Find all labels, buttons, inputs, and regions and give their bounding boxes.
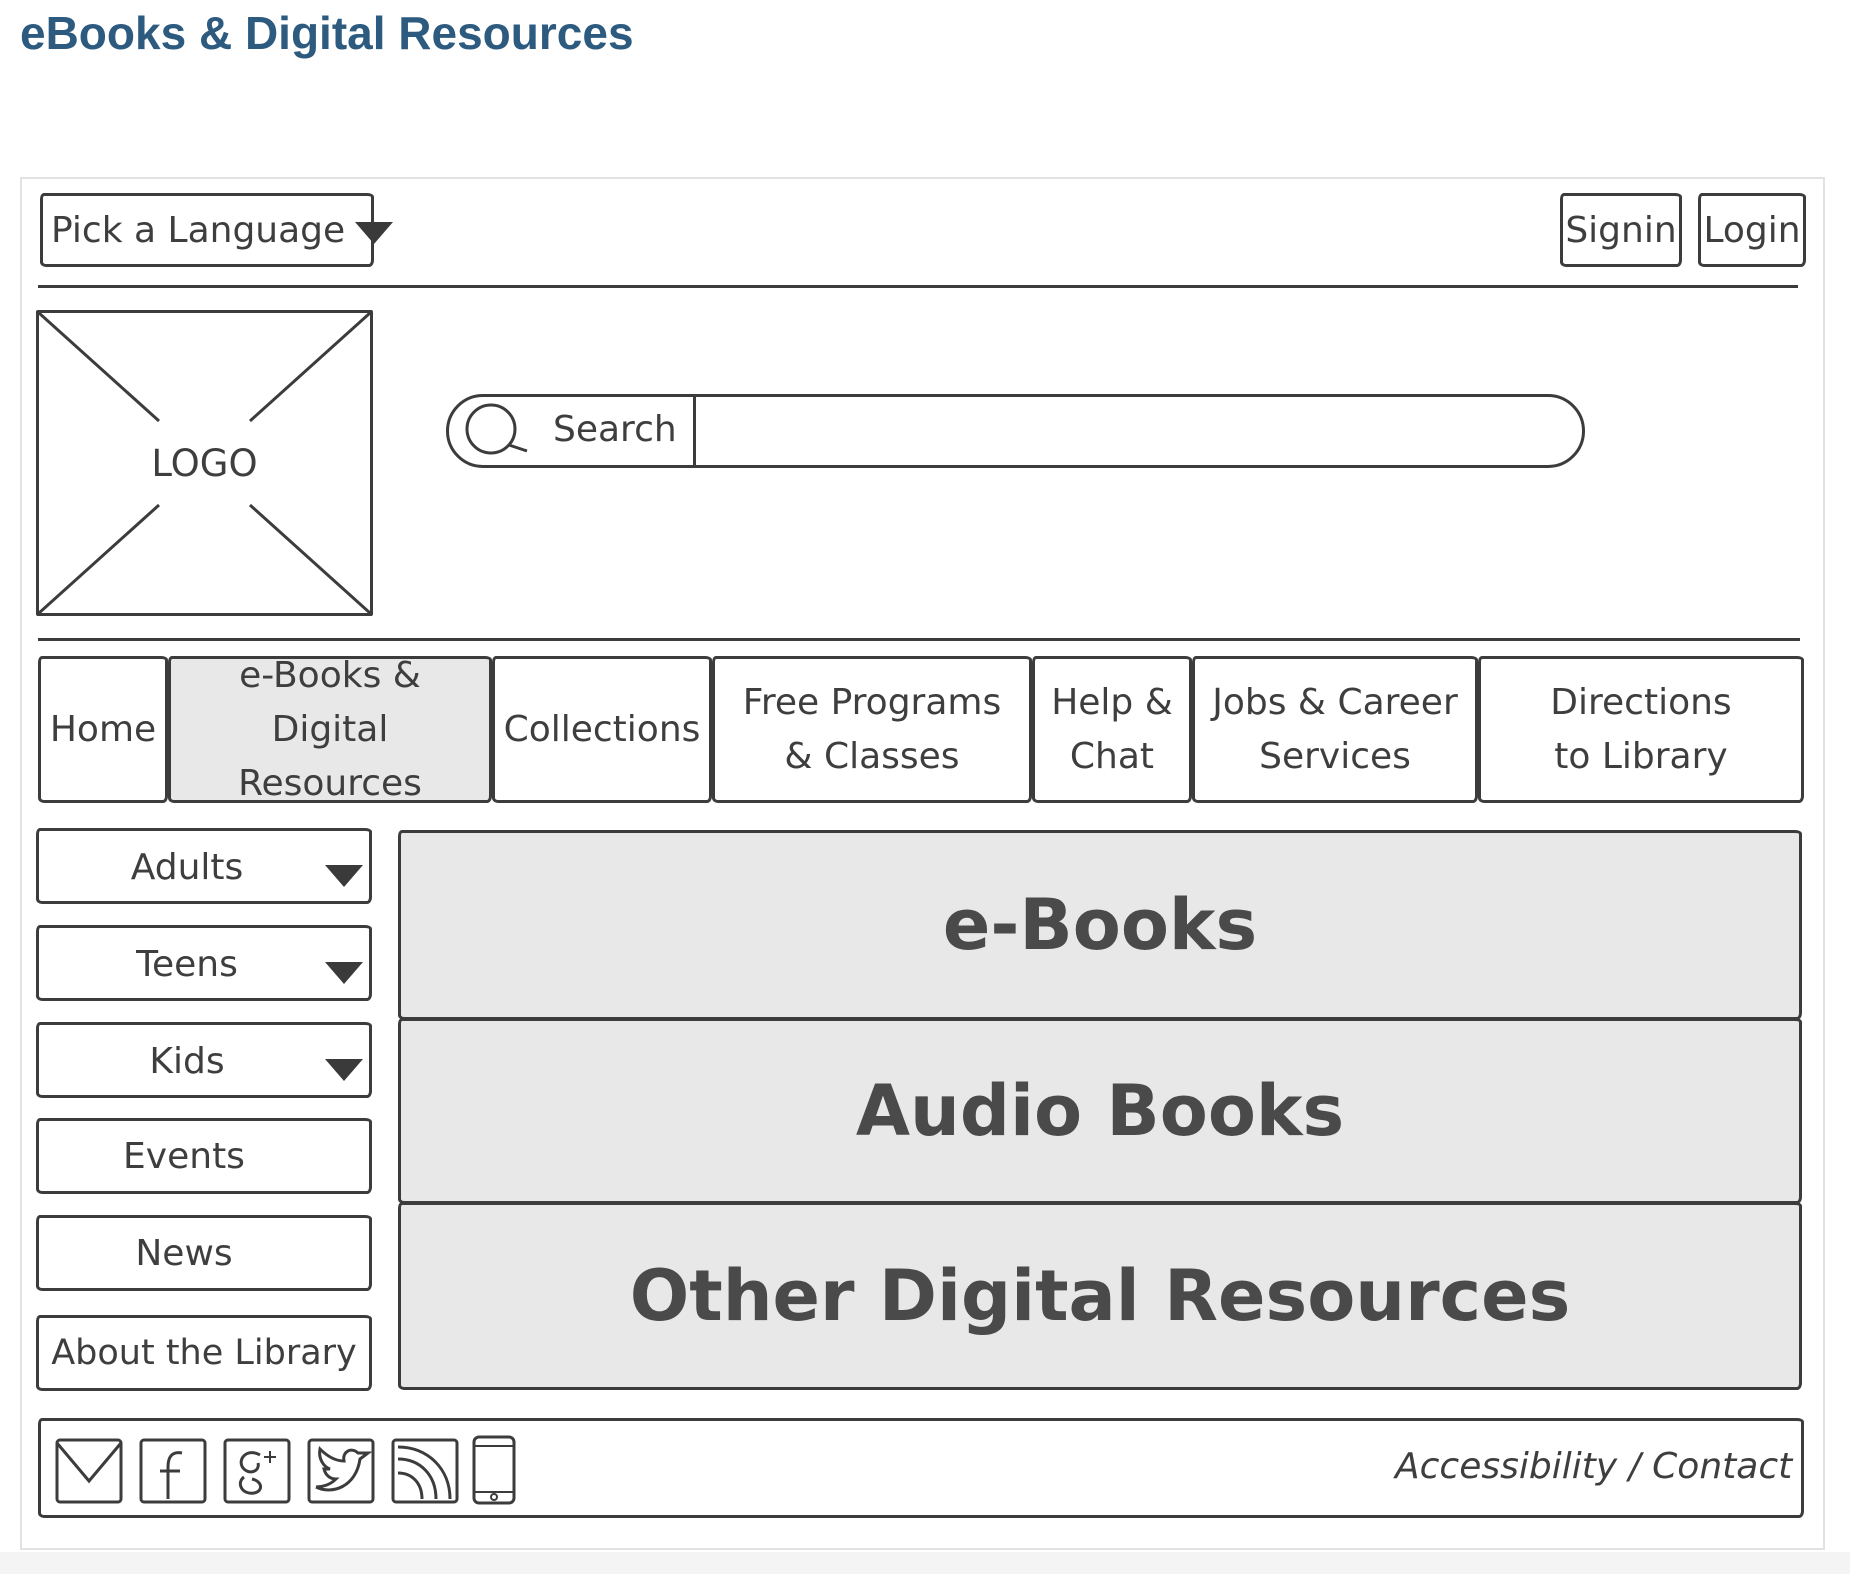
chevron-down-icon bbox=[325, 865, 363, 887]
sidebar-item-teens[interactable]: Teens bbox=[36, 925, 372, 1001]
nav-item-directions[interactable]: Directions to Library bbox=[1478, 656, 1804, 803]
nav-item-jobs-career[interactable]: Jobs & Career Services bbox=[1192, 656, 1478, 803]
image-placeholder-icon bbox=[39, 313, 370, 613]
nav-item-collections[interactable]: Collections bbox=[492, 656, 712, 803]
language-picker-label: Pick a Language bbox=[51, 209, 346, 251]
sidebar-item-label: Adults bbox=[130, 847, 244, 888]
sidebar-item-label: Kids bbox=[149, 1041, 225, 1082]
nav-item-help-chat[interactable]: Help & Chat bbox=[1032, 656, 1192, 803]
signin-button[interactable]: Signin bbox=[1560, 193, 1682, 267]
nav-item-label: Home bbox=[49, 708, 157, 750]
content-panel-label: Audio Books bbox=[855, 1070, 1345, 1152]
logo-placeholder: LOGO bbox=[36, 310, 373, 616]
footer-links[interactable]: Accessibility / Contact bbox=[1395, 1446, 1793, 1487]
sidebar-item-about[interactable]: About the Library bbox=[36, 1315, 372, 1391]
page-bottom-strip bbox=[0, 1552, 1850, 1574]
nav-item-label: Jobs & Career Services bbox=[1212, 681, 1458, 777]
chevron-down-icon bbox=[325, 962, 363, 984]
chevron-down-icon bbox=[325, 1059, 363, 1081]
twitter-icon[interactable] bbox=[306, 1437, 376, 1505]
content-panel-audiobooks[interactable]: Audio Books bbox=[398, 1018, 1802, 1204]
sidebar-item-news[interactable]: News bbox=[36, 1215, 372, 1291]
sidebar-item-label: About the Library bbox=[51, 1333, 357, 1373]
facebook-icon[interactable] bbox=[138, 1437, 208, 1505]
content-panel-label: Other Digital Resources bbox=[629, 1255, 1571, 1337]
nav-item-label: Help & Chat bbox=[1051, 681, 1173, 777]
mail-icon[interactable] bbox=[54, 1437, 124, 1505]
signin-label: Signin bbox=[1565, 209, 1677, 251]
rss-icon[interactable] bbox=[390, 1437, 460, 1505]
mobile-icon[interactable] bbox=[470, 1434, 518, 1506]
chevron-down-icon bbox=[355, 222, 394, 244]
divider bbox=[38, 638, 1800, 641]
login-label: Login bbox=[1703, 209, 1801, 251]
search-bar[interactable]: Search bbox=[446, 394, 1585, 468]
sidebar-item-label: Events bbox=[123, 1135, 245, 1177]
nav-item-ebooks[interactable]: e-Books & Digital Resources bbox=[168, 655, 492, 804]
sidebar-item-adults[interactable]: Adults bbox=[36, 828, 372, 904]
search-icon bbox=[465, 403, 528, 455]
sidebar-item-events[interactable]: Events bbox=[36, 1118, 372, 1194]
content-panel-other[interactable]: Other Digital Resources bbox=[398, 1202, 1802, 1390]
nav-item-label: Free Programs & Classes bbox=[742, 681, 1002, 777]
nav-item-label: e-Books & Digital Resources bbox=[238, 654, 422, 804]
google-plus-icon[interactable] bbox=[222, 1437, 292, 1505]
search-input[interactable] bbox=[699, 397, 1552, 465]
nav-item-label: Collections bbox=[503, 708, 701, 750]
sidebar-item-kids[interactable]: Kids bbox=[36, 1022, 372, 1098]
login-button[interactable]: Login bbox=[1698, 193, 1806, 267]
divider bbox=[38, 285, 1798, 288]
nav-item-free-programs[interactable]: Free Programs & Classes bbox=[712, 656, 1032, 803]
logo-label: LOGO bbox=[151, 441, 258, 485]
sidebar-item-label: News bbox=[135, 1232, 233, 1274]
search-label: Search bbox=[553, 409, 677, 450]
nav-item-label: Directions to Library bbox=[1550, 681, 1732, 777]
nav-item-home[interactable]: Home bbox=[38, 656, 168, 803]
sidebar-item-label: Teens bbox=[136, 944, 238, 985]
content-panel-ebooks[interactable]: e-Books bbox=[398, 830, 1802, 1020]
content-panel-label: e-Books bbox=[942, 884, 1258, 966]
page-title: eBooks & Digital Resources bbox=[20, 7, 634, 59]
language-picker[interactable]: Pick a Language bbox=[40, 193, 394, 267]
